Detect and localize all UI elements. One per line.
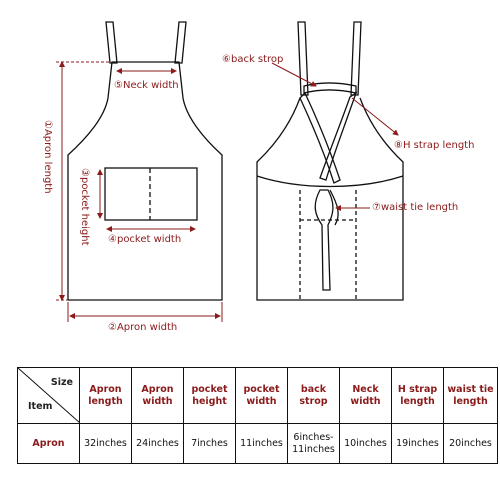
apron-width-label: ②Apron width xyxy=(108,322,177,333)
pocket-height-label: ③pocket height xyxy=(79,168,90,246)
value-h-strap-length: 19inches xyxy=(391,423,444,464)
value-neck-width: 10inches xyxy=(339,423,392,464)
back-strop-label: ⑥back strop xyxy=(222,54,283,65)
table-corner-cell: Size Item xyxy=(17,367,80,424)
back-apron-outline xyxy=(256,21,404,301)
neck-width-label: ⑤Neck width xyxy=(114,80,179,91)
waist-tie-length-label: ⑦waist tie length xyxy=(372,202,458,213)
h-strap-length-label: ⑧H strap length xyxy=(394,140,474,151)
value-apron-length: 32inches xyxy=(79,423,132,464)
value-pocket-height: 7inches xyxy=(183,423,236,464)
value-pocket-width: 11inches xyxy=(235,423,288,464)
back-measurements xyxy=(271,62,399,211)
corner-diagonal xyxy=(18,368,80,423)
value-apron-width: 24inches xyxy=(131,423,184,464)
pocket-width-label: ④pocket width xyxy=(108,234,181,245)
apron-diagram: ⑤Neck width ①Apron length ③pocket height… xyxy=(42,21,474,333)
row-label: Apron xyxy=(17,423,80,464)
front-apron-outline xyxy=(67,21,223,301)
value-back-strop: 6inches-11inches xyxy=(287,423,340,464)
apron-length-label: ①Apron length xyxy=(42,120,53,194)
corner-size-label: Size xyxy=(50,377,73,388)
table-row: Apron 32inches 24inches 7inches 11inches… xyxy=(17,423,498,464)
front-measurements xyxy=(56,61,223,322)
value-waist-tie-length: 20inches xyxy=(443,423,498,464)
corner-item-label: Item xyxy=(28,401,53,412)
